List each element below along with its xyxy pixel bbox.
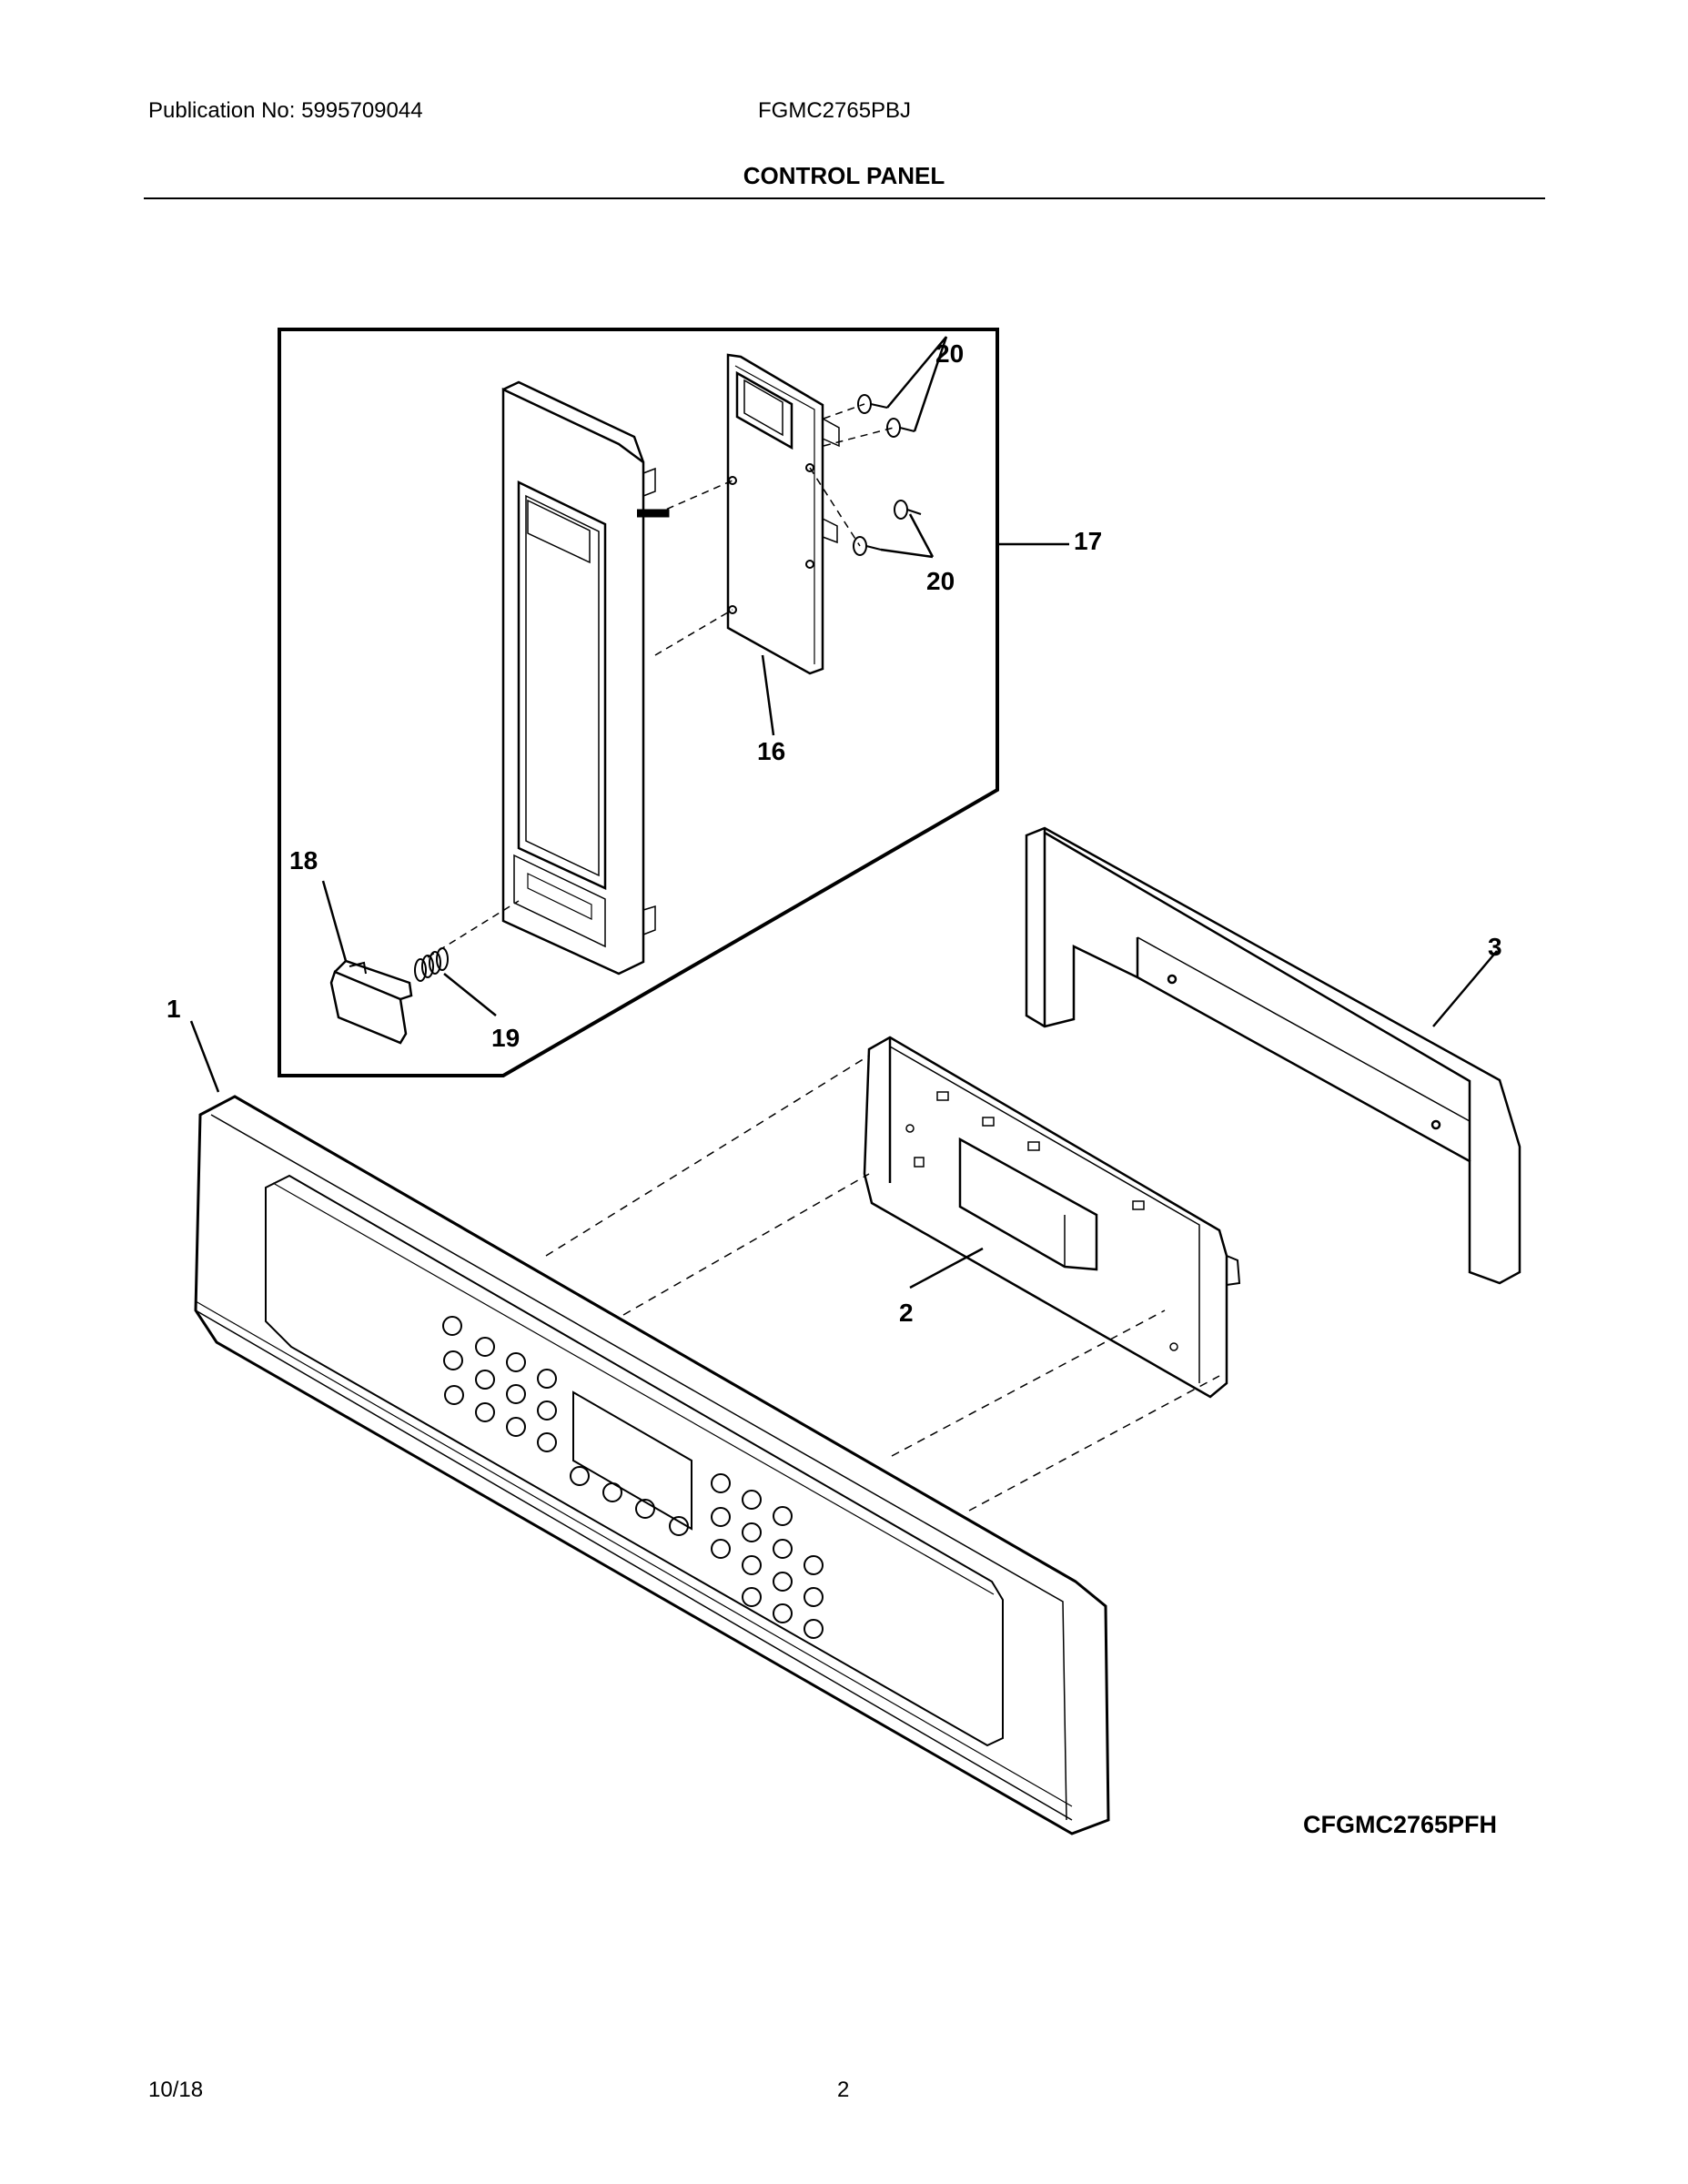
knob-18	[329, 959, 413, 1045]
page-title: CONTROL PANEL	[743, 162, 945, 189]
bracket-3	[1025, 826, 1521, 1285]
callout-20-bottom: 20	[926, 567, 955, 595]
frame-panel-17	[501, 380, 670, 976]
callout-2: 2	[899, 1299, 914, 1327]
callout-19: 19	[491, 1024, 520, 1052]
leader-18	[321, 880, 348, 962]
header-rule	[144, 197, 1545, 199]
spring-19	[414, 947, 449, 982]
circuit-board-16	[726, 353, 840, 675]
assembly-inset-box	[278, 328, 999, 1077]
diagram-code: CFGMC2765PFH	[1303, 1811, 1498, 1838]
callout-20-top: 20	[935, 339, 964, 368]
leader-1	[189, 1020, 220, 1093]
screw-20-b	[886, 418, 915, 438]
screw-20-d	[853, 536, 882, 556]
leader-20b	[880, 513, 935, 559]
leader-2	[909, 1247, 984, 1289]
keypad-buttons	[442, 1316, 824, 1639]
callout-16: 16	[757, 737, 785, 765]
leader-19	[443, 973, 497, 1016]
screw-20-group	[853, 394, 922, 556]
screw-20-a	[857, 394, 888, 414]
control-panel-1	[194, 1095, 1110, 1835]
callout-17: 17	[1074, 527, 1102, 555]
callout-3: 3	[1488, 933, 1502, 961]
publication-number: Publication No: 5995709044	[148, 98, 423, 123]
model-number: FGMC2765PBJ	[758, 98, 912, 123]
callout-18: 18	[289, 846, 318, 875]
callout-1: 1	[167, 995, 181, 1023]
leader-16	[761, 654, 775, 736]
control-board-2	[863, 1036, 1241, 1399]
leader-20a	[886, 336, 948, 432]
footer-date: 10/18	[148, 2078, 204, 2102]
screw-20-c	[894, 500, 922, 520]
leader-3	[1432, 950, 1498, 1027]
page-number: 2	[837, 2078, 850, 2102]
